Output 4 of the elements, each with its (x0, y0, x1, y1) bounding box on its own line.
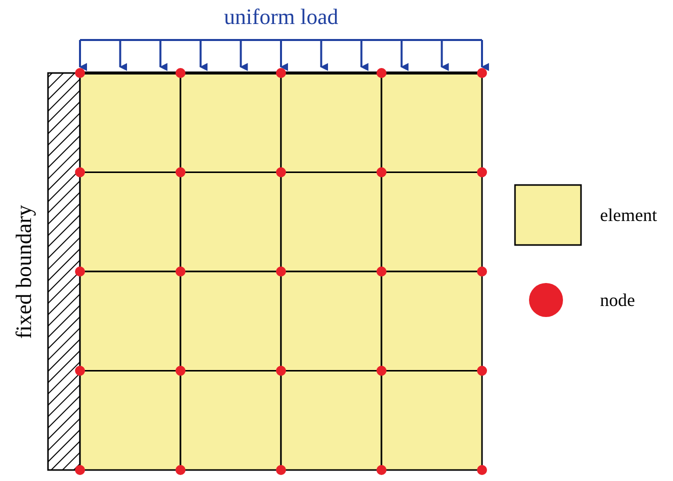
load-label: uniform load (224, 6, 338, 28)
boundary-label: fixed boundary (13, 204, 35, 338)
legend-label: element (600, 206, 657, 224)
legend-label: node (600, 291, 635, 309)
